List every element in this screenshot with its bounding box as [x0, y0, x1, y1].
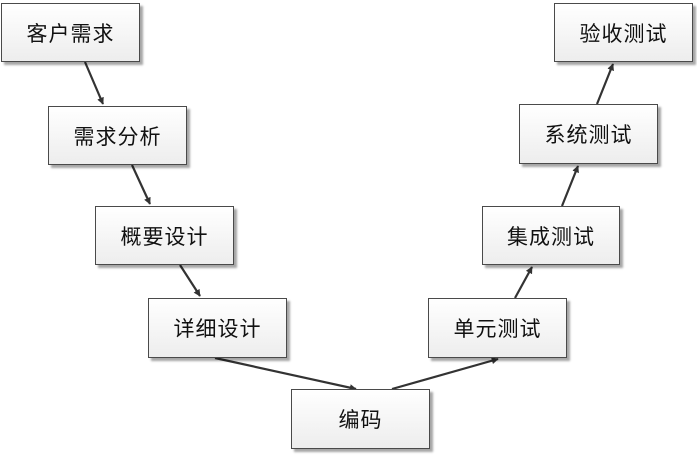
node-acceptance-testing: 验收测试 [554, 3, 693, 62]
arrow-customer-to-analysis [83, 61, 105, 105]
arrow-system-to-acceptance [595, 63, 615, 105]
node-integration-testing: 集成测试 [482, 206, 620, 265]
arrow-detail-to-coding [214, 356, 357, 392]
node-label: 概要设计 [120, 224, 209, 249]
node-system-testing: 系统测试 [519, 104, 658, 164]
arrow-coding-to-unit [391, 357, 499, 391]
node-unit-testing: 单元测试 [428, 298, 567, 358]
node-label: 客户需求 [26, 21, 115, 46]
arrow-unit-to-integration [514, 266, 533, 299]
node-detailed-design: 详细设计 [148, 298, 287, 358]
node-label: 集成测试 [507, 224, 595, 249]
node-outline-design: 概要设计 [95, 206, 234, 265]
node-label: 验收测试 [579, 21, 668, 46]
arrow-analysis-to-outline [131, 164, 151, 205]
node-label: 编码 [338, 408, 383, 432]
node-label: 系统测试 [544, 123, 633, 147]
node-label: 详细设计 [173, 317, 262, 341]
arrow-integration-to-system [560, 165, 580, 207]
node-coding: 编码 [291, 389, 430, 449]
node-customer-requirements: 客户需求 [1, 3, 140, 62]
node-label: 需求分析 [73, 124, 162, 149]
arrow-outline-to-detail [179, 264, 201, 297]
node-label: 单元测试 [453, 317, 542, 341]
node-requirements-analysis: 需求分析 [48, 106, 187, 165]
